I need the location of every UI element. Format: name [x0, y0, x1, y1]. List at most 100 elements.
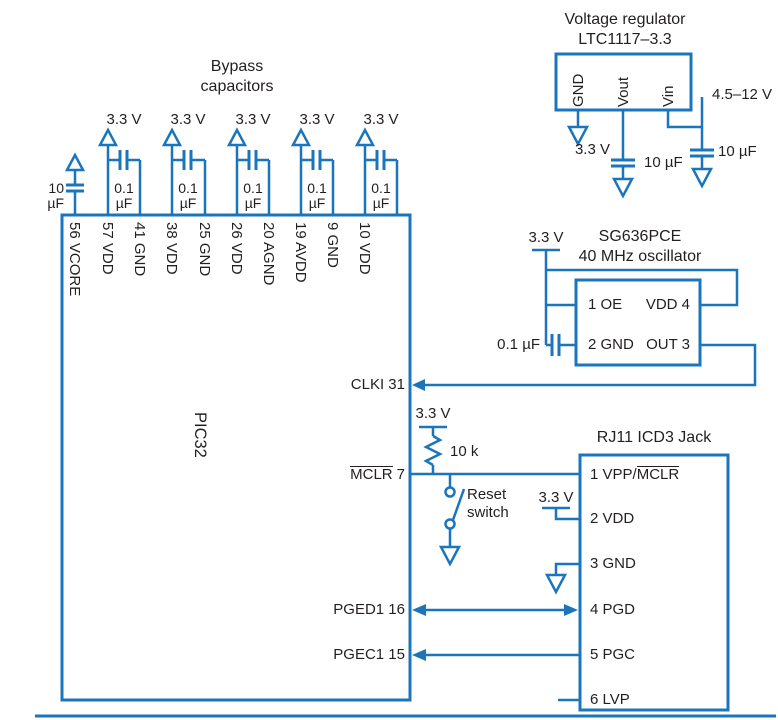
bypass-group — [97, 127, 142, 215]
bypass-group — [354, 127, 399, 215]
reset-switch-label-line1: Reset — [467, 486, 507, 503]
icd3-pin2: 2 VDD — [590, 510, 635, 527]
supply-arrow — [290, 127, 312, 147]
oscillator-box — [574, 278, 702, 367]
regulator-pin-vout: Vout — [615, 76, 632, 107]
pic32-pin-label: 38 VDD — [163, 222, 180, 275]
ground-symbol — [544, 573, 568, 595]
regulator-input-voltage: 4.5–12 V — [712, 86, 773, 103]
ground-symbol — [438, 545, 462, 567]
supply-arrow — [226, 127, 248, 147]
capacitor-symbol — [118, 150, 129, 170]
oscillator-description: 40 MHz oscillator — [578, 248, 702, 265]
icd3-pin6: 6 LVP — [590, 691, 630, 708]
pic32-outline — [60, 213, 412, 702]
pgc-wire — [412, 649, 580, 661]
oscillator-pin-oe: 1 OE — [588, 296, 623, 313]
capacitor-symbol — [611, 158, 635, 168]
pic32-pin-label: 26 VDD — [228, 222, 245, 275]
pic32-pin-label: 10 VDD — [356, 222, 373, 275]
icd3-pin4: 4 PGD — [590, 601, 636, 618]
bypass-group — [226, 127, 271, 215]
capacitor-symbol — [375, 150, 386, 170]
pic32-pin-pgec: PGEC1 15 — [333, 646, 405, 663]
capacitor-symbol — [311, 150, 322, 170]
bypass-title-line2: capacitors — [200, 78, 274, 95]
regulator-gnd-wire — [566, 110, 590, 147]
icd3-vdd-wire — [542, 506, 580, 521]
oscillator-vdd-wire — [546, 268, 739, 307]
supply-arrow — [161, 127, 183, 147]
icd3-box — [578, 453, 730, 712]
ground-symbol — [611, 177, 635, 199]
pic32-name: PIC32 — [191, 412, 209, 458]
pullup-resistor-value: 10 k — [450, 443, 479, 460]
regulator-output-voltage: 3.3 V — [574, 141, 610, 158]
icd3-title: RJ11 ICD3 Jack — [596, 429, 712, 446]
icd3-gnd-wire — [544, 562, 580, 595]
vcore-cap-group — [64, 152, 86, 215]
capacitor-symbol — [247, 150, 258, 170]
bypass-group — [290, 127, 335, 215]
resistor-symbol — [423, 434, 443, 467]
pic32-pin-label: 56 VCORE — [66, 222, 83, 297]
icd3-supply-label: 3.3 V — [538, 489, 574, 506]
regulator-vin-wire — [666, 97, 714, 189]
oscillator-pin-out: OUT 3 — [646, 336, 690, 353]
ground-symbol — [566, 125, 590, 147]
capacitor-symbol — [550, 334, 561, 356]
oscillator-supply-label: 3.3 V — [528, 229, 564, 246]
ground-symbol — [690, 167, 714, 189]
regulator-pin-gnd: GND — [570, 73, 587, 107]
bypass-supply-label: 3.3 V — [299, 111, 335, 128]
regulator-output-cap-value: 10 µF — [644, 154, 683, 171]
oscillator-pin-vdd: VDD 4 — [645, 296, 690, 313]
bypass-supply-label: 3.3 V — [106, 111, 142, 128]
pic32-pin-label: 41 GND — [131, 222, 148, 277]
bypass-title-line1: Bypass — [210, 58, 264, 75]
bypass-supply-label: 3.3 V — [235, 111, 271, 128]
regulator-pin-vin: Vin — [660, 85, 677, 107]
oscillator-supply-rail — [532, 248, 576, 345]
regulator-part-number: LTC1117–3.3 — [578, 31, 672, 48]
arrowhead-right — [564, 604, 578, 616]
supply-arrow — [97, 127, 119, 147]
switch-lever — [451, 488, 466, 521]
bypass-supply-label: 3.3 V — [170, 111, 206, 128]
pic32-pin-pged: PGED1 16 — [333, 601, 405, 618]
reset-switch-symbol — [438, 474, 466, 567]
oscillator-cap-value: 0.1 µF — [497, 336, 540, 353]
pic32-pin-label: 57 VDD — [99, 222, 116, 275]
oscillator-part-number: SG636PCE — [598, 228, 682, 245]
oscillator-out-wire — [412, 343, 757, 391]
arrowhead-left — [412, 604, 426, 616]
pic32-pin-clki: CLKI 31 — [350, 376, 405, 393]
capacitor-symbol — [182, 150, 193, 170]
regulator-title: Voltage regulator — [564, 11, 686, 28]
regulator-vout-wire — [611, 110, 635, 199]
bypass-group — [161, 127, 207, 215]
regulator-input-cap-value: 10 µF — [718, 143, 757, 160]
icd3-pin5: 5 PGC — [590, 646, 636, 663]
capacitor-symbol — [690, 148, 714, 158]
oscillator-pin-gnd: 2 GND — [588, 336, 634, 353]
supply-arrow — [354, 127, 376, 147]
pic32-pin-label: 20 AGND — [260, 222, 277, 286]
icd3-pin3: 3 GND — [590, 555, 636, 572]
supply-arrow — [64, 152, 86, 172]
oscillator-cap — [546, 334, 576, 356]
arrowhead-left — [412, 379, 425, 391]
mclr-pullup — [419, 425, 447, 474]
mclr-supply-label: 3.3 V — [415, 405, 451, 422]
reset-switch-label-line2: switch — [467, 504, 509, 521]
arrowhead-left — [412, 649, 426, 661]
